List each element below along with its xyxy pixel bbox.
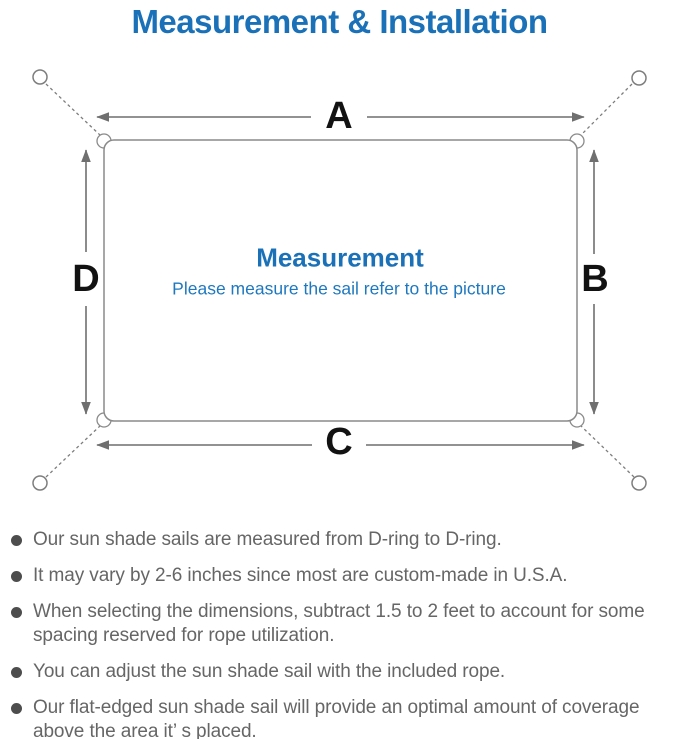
anchor-ring-icon-top-right [631,70,647,86]
rope-dashed-line-bottom-right [579,424,635,478]
rope-dashed-line-bottom-left [45,424,102,478]
dimension-label-a: A [325,95,353,137]
bullet-icon [11,667,22,678]
note-text: Our sun shade sails are measured from D-… [33,529,502,550]
page-title: Measurement & Installation [131,3,548,40]
bullet-icon [11,607,22,618]
rope-dashed-line-top-left [45,83,102,137]
diagram-subtitle: Please measure the sail refer to the pic… [172,278,506,299]
bullet-icon [11,571,22,582]
note-item: You can adjust the sun shade sail with t… [11,660,673,684]
dimension-label-c: C [325,421,353,463]
bullet-icon [11,535,22,546]
note-text: When selecting the dimensions, subtract … [33,601,645,646]
rope-dashed-line-top-right [579,83,633,137]
notes-list: Our sun shade sails are measured from D-… [11,528,673,739]
note-text: It may vary by 2-6 inches since most are… [33,565,568,586]
note-text: Our flat-edged sun shade sail will provi… [33,697,640,739]
anchor-ring-icon-top-left [32,69,48,85]
sail-outline [103,139,578,422]
anchor-ring-icon-bottom-left [32,475,48,491]
note-item: Our sun shade sails are measured from D-… [11,528,673,552]
note-item: When selecting the dimensions, subtract … [11,600,673,648]
note-item: It may vary by 2-6 inches since most are… [11,564,673,588]
anchor-ring-icon-bottom-right [631,475,647,491]
note-text: You can adjust the sun shade sail with t… [33,661,506,682]
dimension-label-d: D [72,258,100,300]
note-item: Our flat-edged sun shade sail will provi… [11,696,673,739]
dimension-label-b: B [581,258,609,300]
diagram-heading: Measurement [256,242,424,273]
bullet-icon [11,703,22,714]
